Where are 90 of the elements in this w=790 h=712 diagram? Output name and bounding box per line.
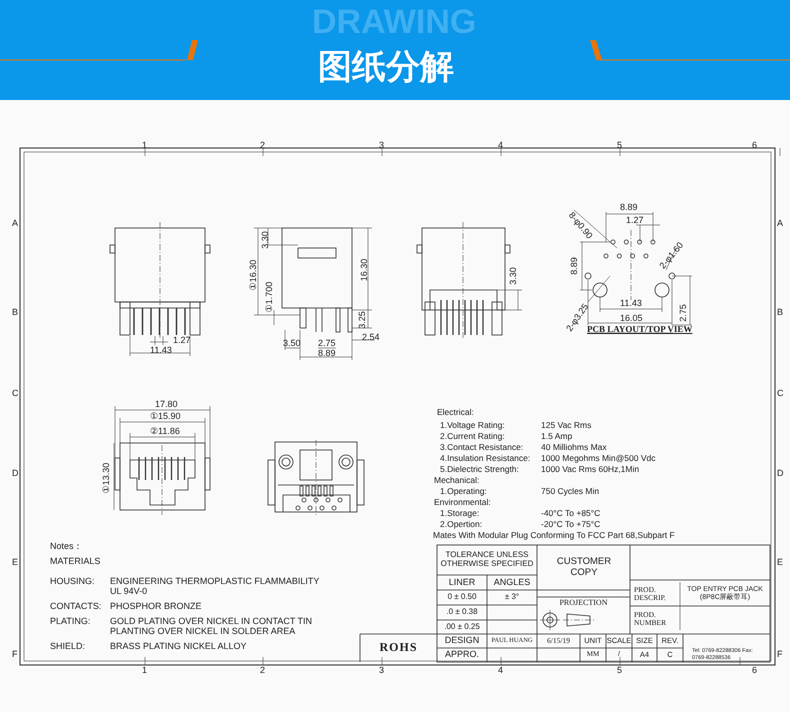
title-block-text: PROJECTION: [558, 598, 608, 608]
spec-value: 1000 Vac Rms 60Hz,1Min: [541, 465, 640, 474]
note-text: ENGINEERING THERMOPLASTIC FLAMMABILITY UL 94V-0: [110, 577, 320, 597]
grid-number: 6: [752, 666, 758, 676]
spec-value: 750 Cycles Min: [541, 487, 600, 496]
dimension-label: ①13.30: [102, 462, 112, 494]
spec-label: 3.Contact Resistance:: [440, 443, 524, 452]
spec-label: 1.Storage:: [440, 509, 480, 518]
dimension-label: 8.89: [318, 349, 336, 359]
spec-heading: Environmental:: [434, 498, 491, 508]
grid-number: 1: [142, 666, 148, 676]
grid-letter: A: [12, 219, 18, 229]
grid-letter: D: [12, 469, 18, 479]
title-block-text: .00 ± 0.25: [443, 621, 481, 633]
dimension-label: ①1.700: [265, 282, 275, 312]
spec-note: Mates With Modular Plug Conforming To FCC Part 68,Subpart F: [433, 531, 675, 540]
grid-letter: C: [12, 389, 18, 399]
note-heading: Notes：: [50, 542, 83, 552]
dimension-label: 3.25: [358, 311, 368, 329]
note-text: PHOSPHOR BRONZE: [110, 602, 202, 612]
grid-letter: B: [777, 308, 784, 318]
spec-label: 2.Opertion:: [440, 520, 482, 530]
note-label: HOUSING:: [50, 577, 95, 587]
banner-title: 图纸分解: [318, 46, 454, 89]
title-block-text: TOLERANCE UNLESS OTHERWISE SPECIFIED: [440, 549, 534, 570]
spec-value: -20°C To +75°C: [541, 520, 600, 530]
grid-number: 4: [498, 141, 504, 151]
title-block-text: .0 ± 0.38: [445, 606, 479, 618]
dimension-label: 1.27: [173, 336, 191, 346]
grid-number: 5: [617, 666, 622, 676]
grid-number: 3: [379, 666, 384, 676]
dimension-label: 3.50: [283, 339, 301, 349]
grid-number: 3: [379, 141, 384, 151]
spec-value: 40 Milliohms Max: [541, 443, 607, 452]
title-block-text: CUSTOMER COPY: [556, 555, 612, 580]
spec-label: 2.Current Rating:: [440, 432, 505, 442]
grid-number: 2: [260, 141, 266, 151]
dimension-label: ②11.86: [150, 427, 180, 437]
view-caption: PCB LAYOUT/TOP VIEW: [587, 325, 692, 335]
note-label: PLATING:: [50, 617, 90, 627]
dimension-label: ①16.30: [249, 260, 259, 290]
title-block-text: ANGLES: [492, 576, 532, 589]
grid-letter: E: [12, 558, 18, 568]
grid-letter: F: [777, 650, 782, 660]
title-block-text: APPRO.: [444, 649, 480, 661]
spec-value: -40°C To +85°C: [541, 509, 600, 518]
grid-number: 1: [142, 141, 148, 151]
dimension-label: 16.30: [360, 258, 370, 282]
note-text: MATERIALS: [50, 557, 100, 567]
grid-letter: E: [777, 558, 784, 568]
grid-number: 5: [617, 141, 622, 151]
dimension-label: 3.30: [261, 231, 271, 249]
dimension-label: 8.89: [570, 257, 580, 275]
dimension-label: 2.54: [362, 333, 380, 343]
grid-letter: C: [777, 389, 784, 399]
dimension-label: 3.30: [509, 267, 519, 285]
grid-letter: A: [777, 219, 784, 229]
title-block-text: ROHS: [378, 639, 418, 656]
grid-letter: B: [12, 308, 18, 318]
spec-value: 1.5 Amp: [541, 432, 572, 442]
dimension-label: 17.80: [155, 400, 178, 410]
dimension-label: 1.27: [626, 216, 644, 226]
title-block-text: DESIGN: [444, 635, 480, 647]
dimension-label: 8.89: [620, 203, 638, 213]
spec-value: 125 Vac Rms: [541, 421, 592, 430]
spec-label: 1.Operating:: [440, 487, 487, 496]
spec-label: 1.Voltage Rating:: [440, 421, 505, 430]
dimension-label: 16.05: [620, 314, 643, 324]
spec-value: 1000 Megohms Min@500 Vdc: [541, 454, 656, 464]
spec-heading: Electrical:: [437, 408, 474, 418]
grid-letter: D: [777, 469, 784, 479]
spec-label: 5.Dielectric Strength:: [440, 465, 519, 474]
title-block-text: 0 ± 0.50: [446, 591, 478, 604]
note-text: BRASS PLATING NICKEL ALLOY: [110, 642, 247, 652]
grid-number: 6: [752, 141, 758, 151]
dimension-label: ①15.90: [150, 412, 181, 422]
title-block-text: ± 3°: [504, 591, 520, 604]
note-label: CONTACTS:: [50, 602, 102, 612]
dimension-label: 11.43: [620, 299, 642, 309]
dimension-label: 2.75: [679, 304, 689, 322]
grid-number: 2: [260, 666, 266, 676]
dimension-label: 2.75: [318, 339, 336, 349]
note-text: GOLD PLATING OVER NICKEL IN CONTACT TIN PLANTING OVER NICKEL IN SOLDER AREA: [110, 617, 314, 637]
title-block-text: LINER: [448, 576, 476, 589]
dimension-label: 11.43: [150, 346, 172, 356]
spec-label: 4.Insulation Resistance:: [440, 454, 530, 464]
spec-heading: Mechanical:: [434, 476, 480, 486]
grid-letter: F: [12, 650, 18, 660]
note-label: SHIELD:: [50, 642, 86, 652]
grid-number: 4: [498, 666, 504, 676]
